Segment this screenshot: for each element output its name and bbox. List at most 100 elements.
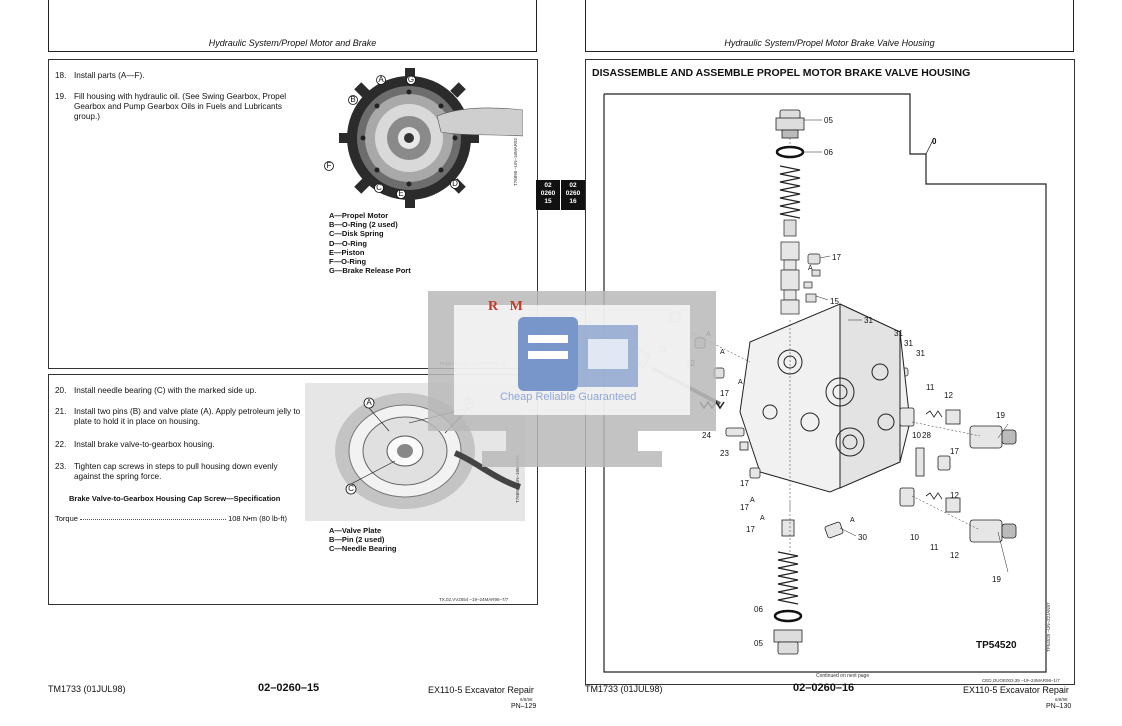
legend-item: C—Disk Spring (329, 229, 384, 239)
procedure-section-1: 18. Install parts (A—F). 19. Fill housin… (48, 59, 538, 369)
svg-text:C: C (348, 484, 354, 493)
legend-item: A—Valve Plate (329, 526, 382, 535)
callout: A (720, 349, 725, 356)
section-title: DISASSEMBLE AND ASSEMBLE PROPEL MOTOR BR… (592, 67, 971, 79)
svg-text:A: A (366, 398, 372, 407)
callout: 31 (894, 329, 903, 338)
callout: 19 (996, 411, 1005, 420)
legend-item: D—O-Ring (329, 238, 367, 248)
procedure-section-2: 20. Install needle bearing (C) with the … (48, 374, 538, 605)
legend-item: F—O-Ring (329, 257, 367, 267)
callout: 11 (926, 383, 935, 392)
callout: A (760, 515, 765, 522)
callout: 17 (950, 447, 959, 456)
tab-group: 02 (544, 182, 552, 189)
watermark-brand: R M (488, 299, 527, 314)
callout: 17 (832, 253, 841, 262)
print-date: 6/8/98 (1055, 697, 1068, 702)
callout: 10 (910, 533, 919, 542)
callout: 31 (864, 316, 873, 325)
manual-title: EX110-5 Excavator Repair (428, 685, 534, 695)
callout: 12 (944, 391, 953, 400)
callout: A (808, 265, 813, 272)
callout: 31 (904, 339, 913, 348)
tab-page: 16 (569, 198, 577, 205)
callout: 12 (950, 551, 959, 560)
callout: 10 (912, 431, 921, 440)
svg-text:B: B (350, 95, 355, 104)
revision-code: CED,OUOE003,39 –19–24MAR98–1/7 (982, 678, 1060, 683)
step-text: Install two pins (B) and valve plate (A)… (74, 407, 301, 426)
photo-id: T76899 –UN–16MAR92 (515, 454, 520, 503)
svg-text:A: A (378, 75, 384, 84)
step-number: 20. (55, 386, 67, 395)
step-number: 22. (55, 440, 67, 449)
callout: 17 (746, 525, 755, 534)
tab-section: 0260 (565, 190, 581, 197)
legend-item: C—Needle Bearing (329, 544, 397, 554)
step-text: Install needle bearing (C) with the mark… (74, 386, 257, 395)
manual-title: EX110-5 Excavator Repair (963, 685, 1069, 695)
svg-text:E: E (398, 189, 403, 198)
spec-label: Torque (55, 514, 78, 523)
right-margin-rule (536, 0, 537, 52)
step-text: Install parts (A—F). (74, 71, 145, 80)
spec-value: 108 N•m (80 lb-ft) (228, 514, 287, 523)
callout: A (738, 379, 743, 386)
left-page: Hydraulic System/Propel Motor and Brake … (48, 0, 560, 710)
spec-row: Torque 108 N•m (80 lb-ft) (55, 514, 287, 523)
header-rule (585, 51, 1074, 52)
right-page: Hydraulic System/Propel Motor Brake Valv… (561, 0, 1122, 726)
spec-heading: Brake Valve-to-Gearbox Housing Cap Screw… (69, 494, 281, 503)
callout: 28 (922, 431, 931, 440)
svg-text:D: D (452, 179, 458, 188)
svg-text:C: C (376, 183, 382, 192)
page-number: 02–0260–16 (793, 682, 855, 694)
right-margin-rule (1073, 0, 1074, 52)
pn-number: PN–129 (511, 703, 537, 710)
watermark-logo: R M Cheap Reliable Guaranteed (428, 291, 716, 469)
pn-number: PN–130 (1046, 703, 1072, 710)
section-tab: 02 0260 15 (536, 180, 560, 210)
manual-id: TM1733 (01JUL98) (585, 684, 663, 694)
callout: A (750, 497, 755, 504)
legend-item: B—Pin (2 used) (329, 535, 385, 545)
diagram-id: TP54520 (976, 640, 1017, 651)
diagram-side-id: TP54520 –UN–22JAN97 (1046, 602, 1051, 652)
continued-note: Continued on next page (816, 673, 870, 679)
print-date: 6/8/98 (520, 697, 533, 702)
plug-05 (775, 109, 805, 139)
callout: 17 (740, 503, 749, 512)
callout: 06 (754, 605, 763, 614)
page-header: Hydraulic System/Propel Motor Brake Valv… (724, 38, 935, 48)
revision-code: TX,02,VV2554 –19–24MAR96–7/7 (439, 597, 509, 602)
section-tab: 02 0260 16 (561, 180, 585, 210)
legend-item: A—Propel Motor (329, 211, 389, 220)
callout: 19 (992, 575, 1001, 584)
callout: 11 (930, 543, 939, 552)
header-rule (48, 51, 537, 52)
callout: 17 (720, 389, 729, 398)
page-header: Hydraulic System/Propel Motor and Brake (208, 38, 377, 48)
left-margin-rule (585, 0, 586, 52)
callout: 15 (830, 297, 839, 306)
step-text: Install brake valve-to-gearbox housing. (74, 440, 215, 449)
callout: 30 (858, 533, 867, 542)
callout: 06 (824, 148, 833, 157)
callout: A (850, 517, 855, 524)
step-number: 23. (55, 462, 67, 471)
callout: 05 (754, 639, 763, 648)
svg-text:F: F (327, 161, 332, 170)
page-number: 02–0260–15 (258, 682, 320, 694)
callout: 31 (916, 349, 925, 358)
photo-legend-1: A—Propel Motor B—O-Ring (2 used) C—Disk … (329, 211, 411, 275)
step-number: 18. (55, 71, 67, 80)
step-text: Fill housing with hydraulic oil. (See Sw… (74, 92, 287, 121)
callout: 17 (740, 479, 749, 488)
step-number: 19. (55, 92, 67, 101)
watermark-tagline: Cheap Reliable Guaranteed (500, 391, 637, 403)
callout: 23 (720, 449, 729, 458)
legend-item: G—Brake Release Port (329, 266, 411, 276)
tab-section: 0260 (540, 190, 556, 197)
